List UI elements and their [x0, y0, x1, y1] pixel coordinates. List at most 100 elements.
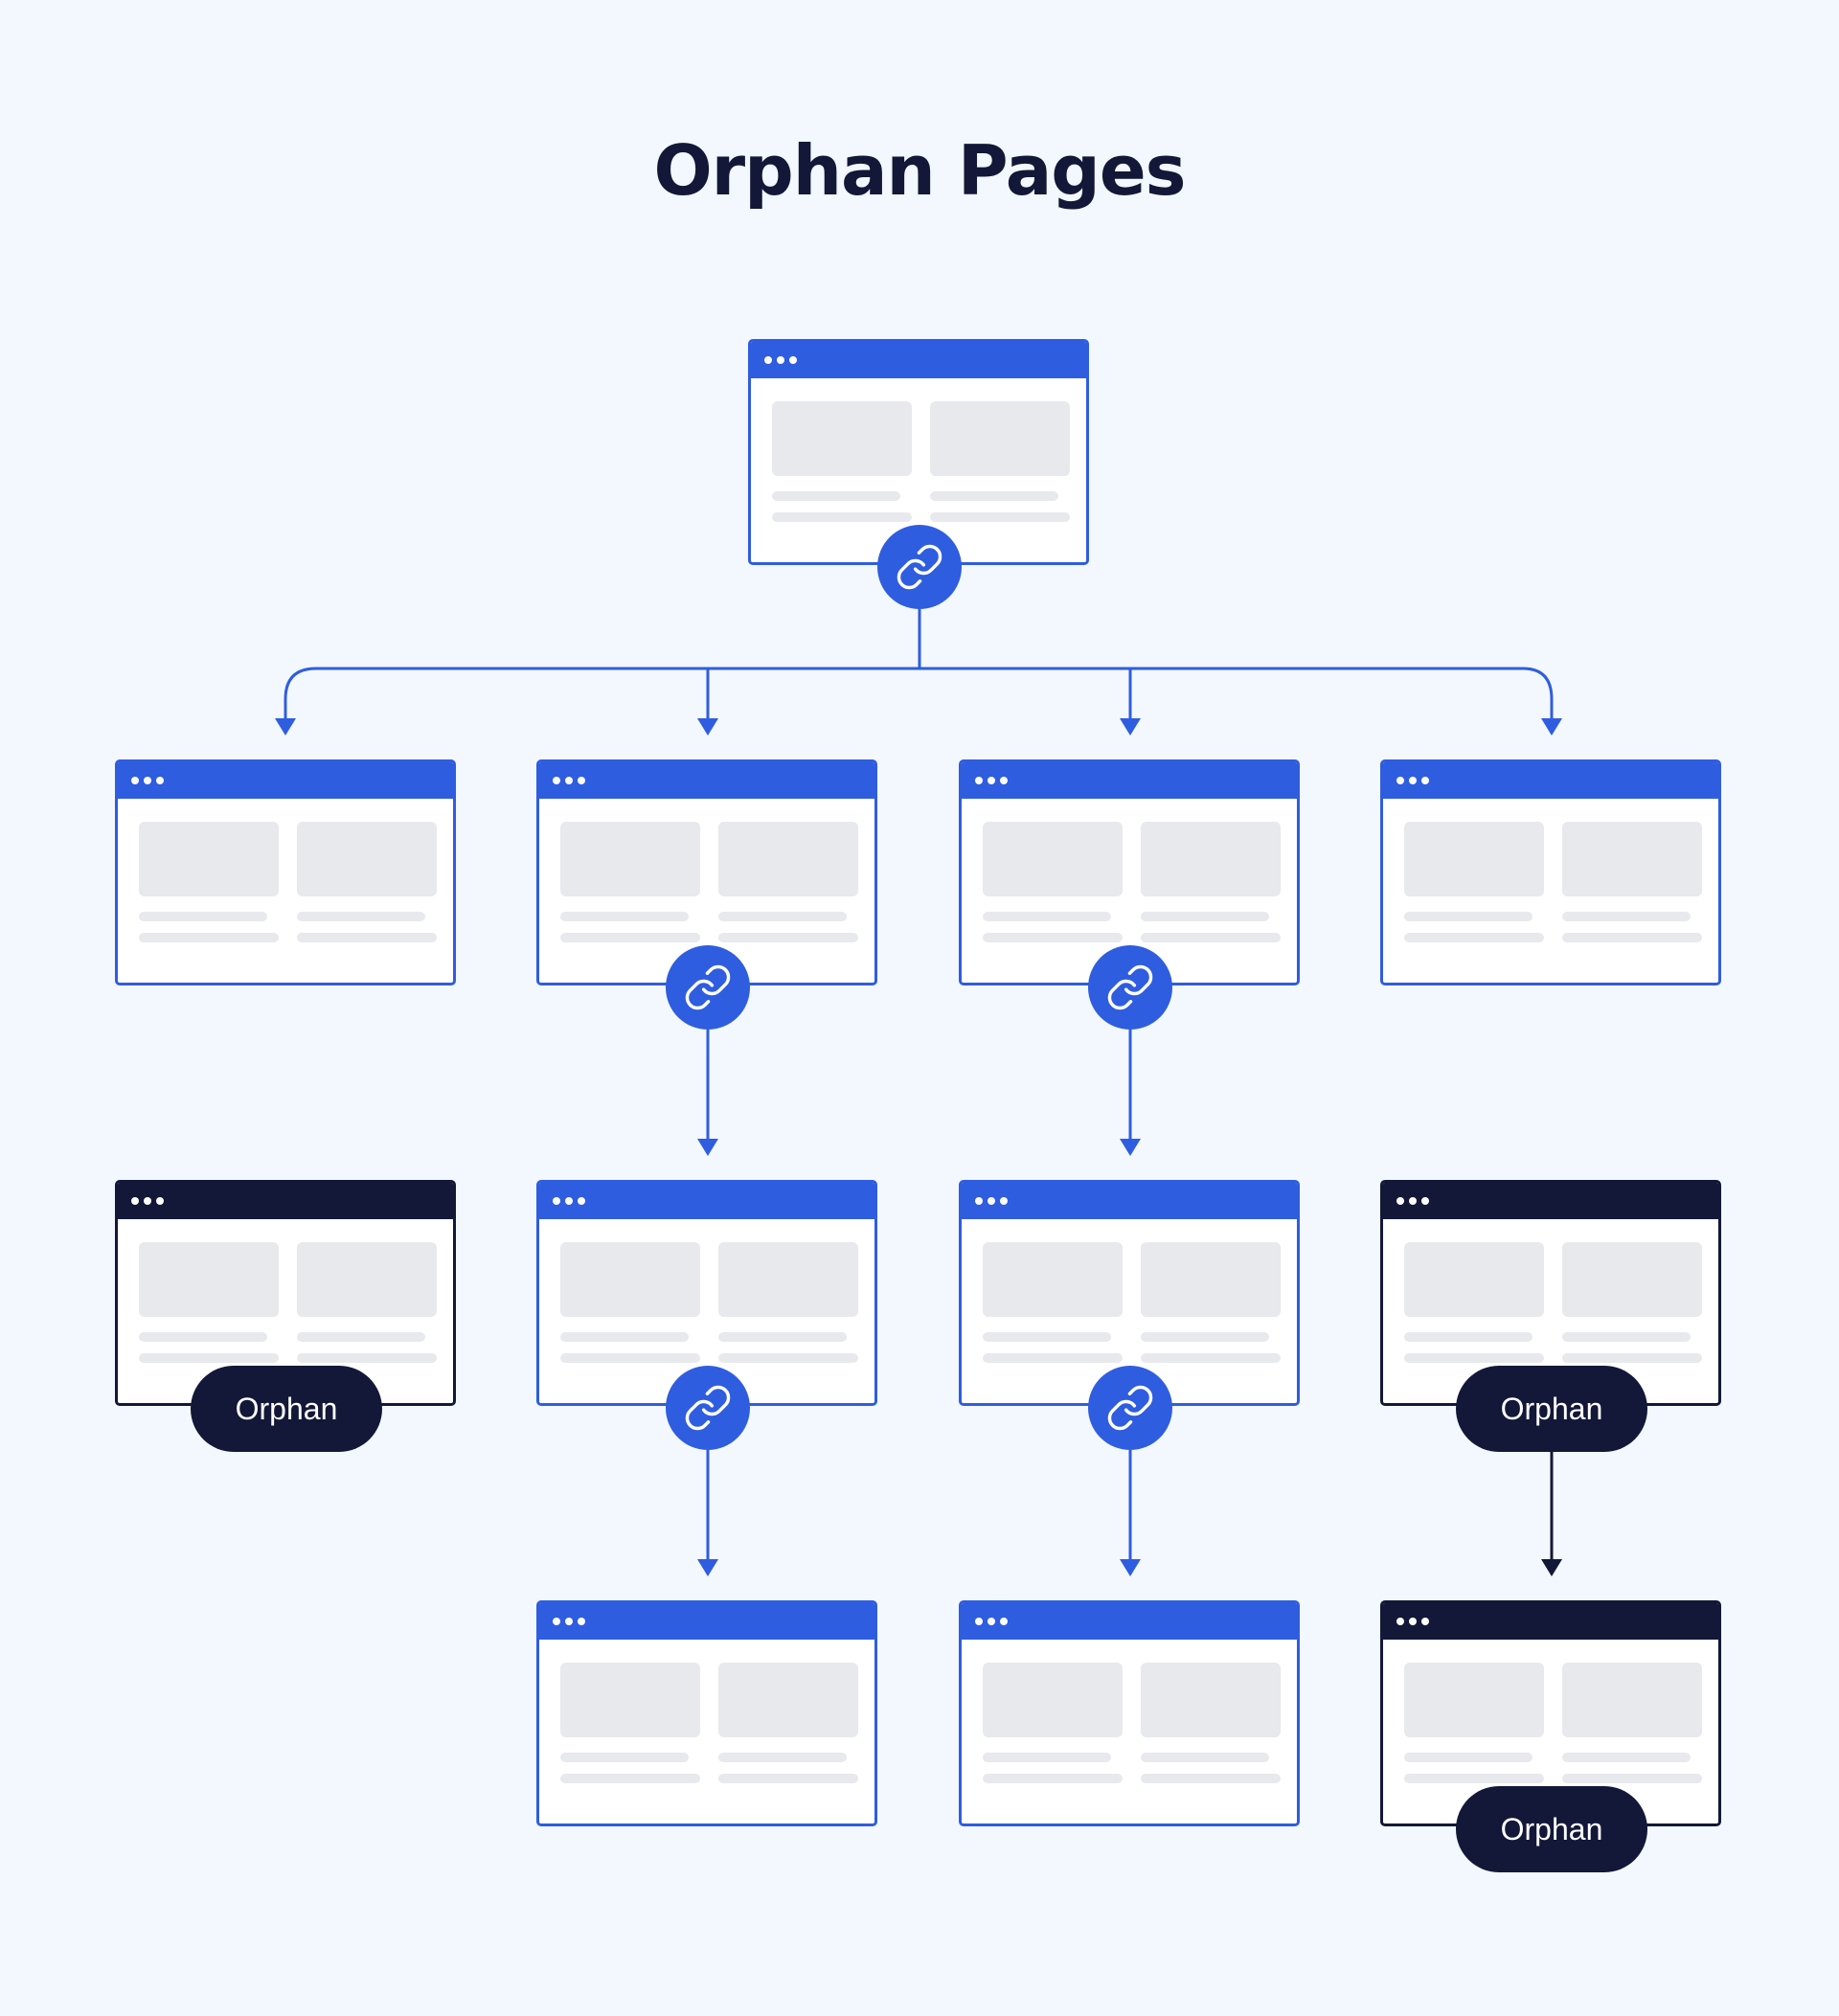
orphan-tag-level4-col4: Orphan: [1456, 1786, 1647, 1872]
text-line-placeholder: [772, 512, 912, 522]
text-line-placeholder: [983, 933, 1123, 942]
link-badge-level3-col2: [666, 1366, 750, 1450]
page-level2-col2: [536, 759, 877, 985]
window-dots-icon: [144, 777, 151, 784]
window-title-bar: [1383, 1603, 1718, 1640]
arrowhead-col3: [1120, 718, 1141, 736]
text-line-placeholder: [983, 1353, 1123, 1363]
text-line-placeholder: [139, 1353, 279, 1363]
orphan-tag-level3-col1: Orphan: [191, 1366, 382, 1452]
text-line-placeholder: [718, 1353, 858, 1363]
window-dots-icon: [156, 777, 164, 784]
text-line-placeholder: [1404, 1353, 1544, 1363]
page-level3-col4-orphan: [1380, 1180, 1721, 1406]
arrowhead-col4: [1541, 718, 1562, 736]
text-line-placeholder: [560, 1753, 689, 1762]
window-title-bar: [539, 1183, 874, 1219]
content-block-placeholder: [772, 401, 912, 476]
window-dots-icon: [1396, 777, 1404, 784]
content-block-placeholder: [560, 1663, 700, 1737]
window-dots-icon: [578, 1197, 585, 1205]
content-block-placeholder: [139, 822, 279, 896]
text-line-placeholder: [1141, 1753, 1269, 1762]
text-line-placeholder: [772, 491, 900, 501]
text-line-placeholder: [1141, 1332, 1269, 1342]
link-badge-level2-col3: [1088, 945, 1172, 1030]
window-title-bar: [962, 1603, 1297, 1640]
text-line-placeholder: [718, 912, 847, 921]
page-level3-col1-orphan: [115, 1180, 456, 1406]
window-dots-icon: [578, 1618, 585, 1625]
content-block-placeholder: [983, 1663, 1123, 1737]
link-icon: [683, 963, 733, 1012]
connector-to-col1: [284, 667, 317, 720]
text-line-placeholder: [718, 1774, 858, 1783]
text-line-placeholder: [718, 933, 858, 942]
window-dots-icon: [131, 1197, 139, 1205]
window-dots-icon: [1421, 777, 1429, 784]
text-line-placeholder: [1404, 933, 1544, 942]
text-line-placeholder: [1141, 912, 1269, 921]
text-line-placeholder: [297, 933, 437, 942]
link-badge-level3-col3: [1088, 1366, 1172, 1450]
text-line-placeholder: [1404, 1332, 1532, 1342]
window-dots-icon: [1409, 1618, 1417, 1625]
content-block-placeholder: [983, 822, 1123, 896]
text-line-placeholder: [560, 1353, 700, 1363]
window-dots-icon: [1409, 1197, 1417, 1205]
content-block-placeholder: [718, 822, 858, 896]
text-line-placeholder: [560, 933, 700, 942]
window-dots-icon: [131, 777, 139, 784]
window-title-bar: [962, 762, 1297, 799]
content-block-placeholder: [1141, 1663, 1281, 1737]
window-dots-icon: [1000, 1197, 1008, 1205]
window-dots-icon: [1421, 1197, 1429, 1205]
content-block-placeholder: [718, 1663, 858, 1737]
window-dots-icon: [789, 356, 797, 364]
window-dots-icon: [1000, 777, 1008, 784]
content-block-placeholder: [1141, 1242, 1281, 1317]
window-dots-icon: [988, 777, 995, 784]
window-dots-icon: [565, 777, 573, 784]
arrowhead-col2-l3: [697, 1139, 718, 1156]
window-title-bar: [539, 1603, 874, 1640]
content-block-placeholder: [930, 401, 1070, 476]
window-dots-icon: [988, 1618, 995, 1625]
window-dots-icon: [975, 1197, 983, 1205]
arrowhead-col1: [275, 718, 296, 736]
content-block-placeholder: [1562, 822, 1702, 896]
text-line-placeholder: [1404, 1774, 1544, 1783]
page-level2-col4: [1380, 759, 1721, 985]
window-dots-icon: [988, 1197, 995, 1205]
arrowhead-col2: [697, 718, 718, 736]
page-level4-col3: [959, 1600, 1300, 1826]
window-title-bar: [1383, 762, 1718, 799]
window-dots-icon: [565, 1197, 573, 1205]
content-block-placeholder: [983, 1242, 1123, 1317]
link-badge-root: [877, 525, 962, 609]
window-dots-icon: [156, 1197, 164, 1205]
link-icon: [1105, 1383, 1155, 1433]
link-icon: [1105, 963, 1155, 1012]
text-line-placeholder: [139, 933, 279, 942]
window-dots-icon: [975, 1618, 983, 1625]
text-line-placeholder: [139, 912, 267, 921]
text-line-placeholder: [297, 1332, 425, 1342]
text-line-placeholder: [983, 912, 1111, 921]
content-block-placeholder: [139, 1242, 279, 1317]
text-line-placeholder: [560, 1774, 700, 1783]
content-block-placeholder: [560, 822, 700, 896]
content-block-placeholder: [1404, 1242, 1544, 1317]
diagram-title: Orphan Pages: [653, 130, 1186, 211]
link-icon: [683, 1383, 733, 1433]
text-line-placeholder: [718, 1332, 847, 1342]
text-line-placeholder: [1404, 1753, 1532, 1762]
content-block-placeholder: [1562, 1663, 1702, 1737]
text-line-placeholder: [1141, 1774, 1281, 1783]
window-dots-icon: [1396, 1197, 1404, 1205]
text-line-placeholder: [297, 1353, 437, 1363]
content-block-placeholder: [560, 1242, 700, 1317]
text-line-placeholder: [1562, 1332, 1691, 1342]
window-title-bar: [539, 762, 874, 799]
window-dots-icon: [553, 1197, 560, 1205]
